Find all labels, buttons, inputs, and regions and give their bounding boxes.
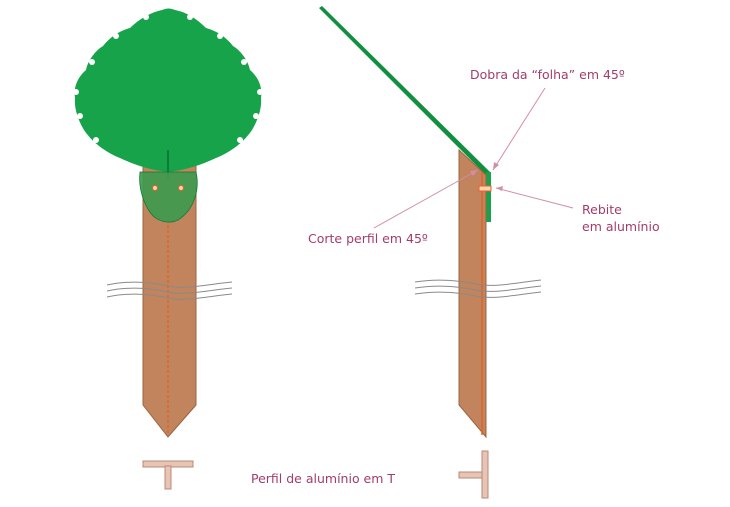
leaf-side-fold (319, 6, 490, 175)
label-profile: Perfil de alumínio em T (251, 471, 395, 486)
leader-lines (373, 87, 574, 229)
side-post (458, 148, 487, 439)
side-rivet (478, 185, 492, 192)
label-rivet-line2: em alumínio (582, 219, 660, 234)
rivet-left (152, 185, 158, 191)
label-rivet-line1: Rebite (582, 202, 622, 217)
label-fold: Dobra da “folha” em 45º (470, 67, 625, 82)
leaf-flap (139, 171, 198, 223)
leader-cut (373, 169, 479, 229)
leaf-blade (74, 8, 262, 172)
front-view (73, 8, 263, 490)
side-view (319, 6, 574, 499)
leader-rivet (495, 187, 574, 209)
rivet-right (178, 185, 184, 191)
leaf-serrations (73, 14, 263, 143)
front-break-symbol (106, 281, 233, 300)
label-cut: Corte perfil em 45º (308, 231, 428, 246)
front-t-profile (142, 460, 194, 490)
side-t-profile (458, 450, 489, 499)
leader-fold (492, 87, 546, 171)
side-break-symbol (414, 279, 542, 298)
leaf-side-tab (486, 172, 491, 222)
